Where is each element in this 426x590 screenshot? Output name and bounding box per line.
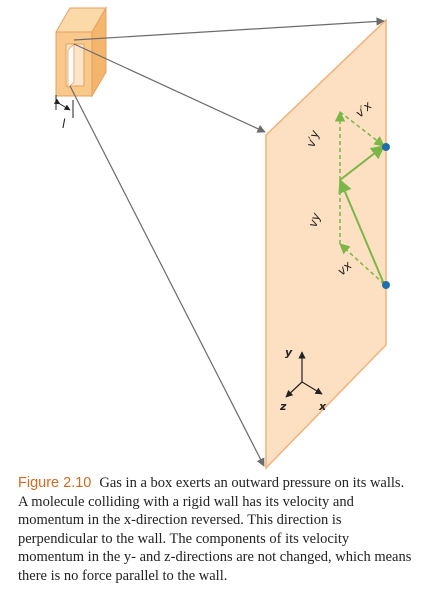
ray-top: [73, 17, 385, 41]
caption-text: Gas in a box exerts an outward pressure …: [18, 475, 412, 584]
v-y-label: vy: [306, 210, 324, 229]
incoming-velocity-arrow: [338, 178, 385, 285]
gas-box-figure: l v′x v′y vy vx y z x: [53, 6, 390, 470]
vx-prime-component-arrow: [339, 111, 385, 147]
width-indicator: l: [53, 95, 74, 131]
enlarged-wall: [265, 18, 387, 470]
figure-number: Figure 2.10: [18, 475, 92, 491]
ray-bottom: [69, 85, 265, 467]
molecule-before: [382, 281, 390, 289]
v-prime-y-label: v′y: [304, 128, 323, 149]
axis-x-label: x: [318, 400, 327, 413]
axis-z-label: z: [279, 400, 287, 413]
molecule-after: [382, 143, 390, 151]
axis-y-label: y: [285, 346, 293, 359]
width-label: l: [62, 117, 66, 131]
reflected-velocity-arrow: [339, 145, 386, 181]
coordinate-axes: y z x: [279, 346, 327, 413]
vx-component-arrow: [339, 243, 385, 285]
gas-box: [55, 6, 107, 98]
ray-middle: [73, 43, 266, 133]
